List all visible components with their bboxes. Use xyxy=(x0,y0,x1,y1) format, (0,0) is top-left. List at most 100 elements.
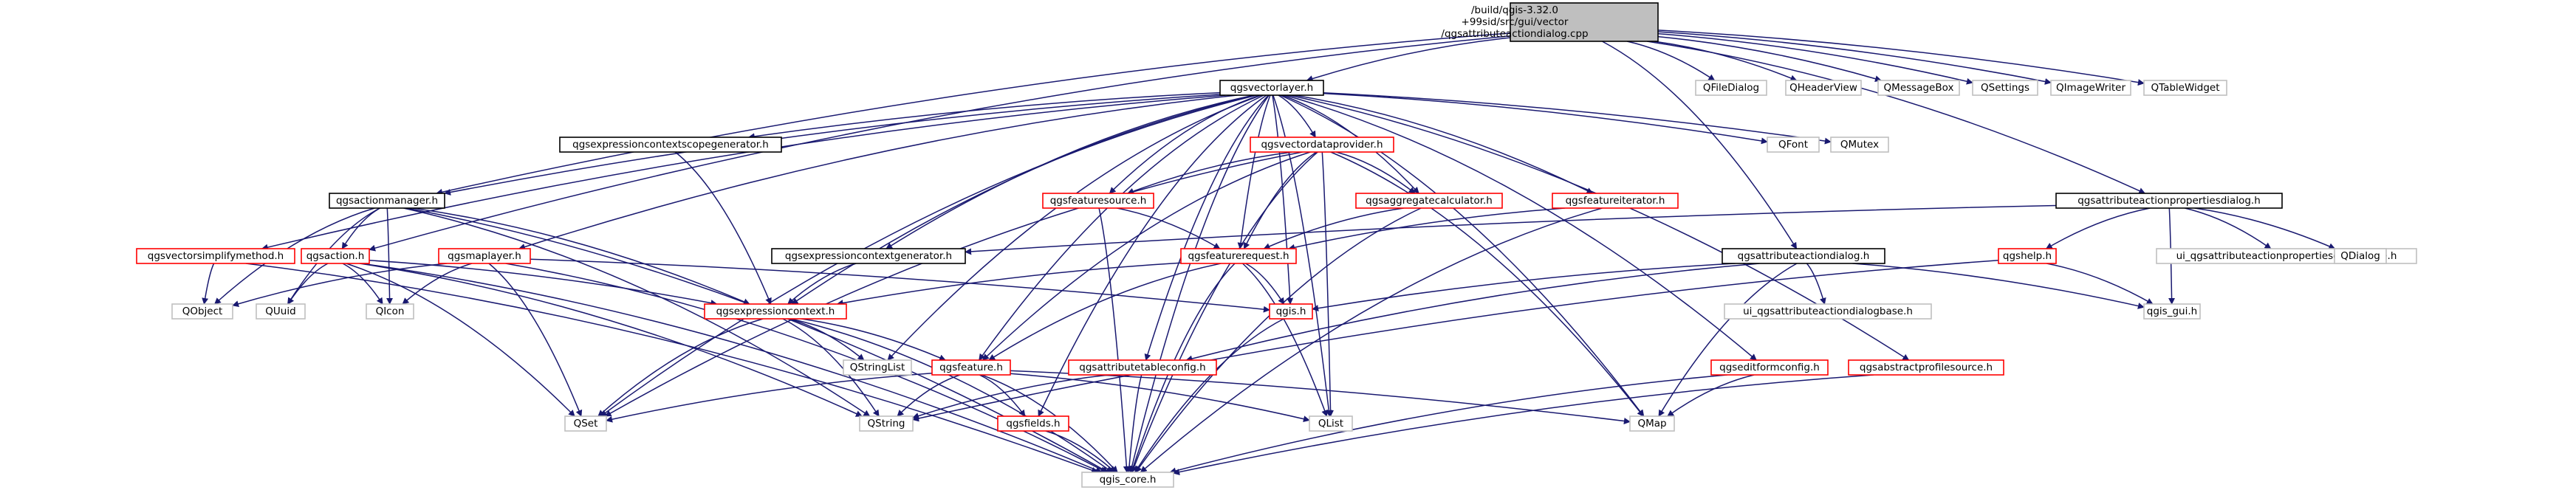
node-box-featureiterator xyxy=(1552,193,1679,209)
node-box-contextgen xyxy=(771,248,966,264)
node-box-ui_actiondialog xyxy=(1724,303,1932,320)
node-featurerequest[interactable]: qgsfeaturerequest.h xyxy=(1180,248,1297,264)
edge-vectorlayer-to-scopegen xyxy=(747,92,1221,140)
node-qgsfields[interactable]: qgsfields.h xyxy=(997,415,1069,432)
node-label-editformconfig: qgseditformconfig.h xyxy=(1719,362,1820,373)
node-label-filedialog: QFileDialog xyxy=(1703,82,1759,94)
edge-actionmanager-to-exprcontext xyxy=(412,207,750,305)
node-editformconfig[interactable]: qgseditformconfig.h xyxy=(1710,359,1829,376)
node-qgshelp[interactable]: qgshelp.h xyxy=(1998,248,2057,264)
node-qgis_core: qgis_core.h xyxy=(1081,472,1174,488)
node-qgsfeature[interactable]: qgsfeature.h xyxy=(931,359,1011,376)
edge-vectorlayer-to-actionmanager xyxy=(444,94,1221,196)
edge-vectorlayer-to-contextgen xyxy=(886,94,1255,249)
edge-editformconfig-to-qgis_core xyxy=(1169,374,1727,475)
node-label-qset: QSet xyxy=(574,418,598,429)
edge-featureiterator-to-qgis_core xyxy=(1140,207,1603,473)
node-headerview: QHeaderView xyxy=(1785,80,1862,96)
edge-vectorlayer-to-qfont xyxy=(1323,92,1768,145)
node-actionpropdialog[interactable]: qgsattributeactionpropertiesdialog.h xyxy=(2055,193,2283,209)
node-box-qobject xyxy=(171,303,233,320)
edge-actiondialog-to-qgis_gui xyxy=(1852,263,2145,309)
edge-mapplayer-to-qgis xyxy=(530,258,1270,313)
edge-actiondialog-to-attrtableconfig xyxy=(1185,263,1760,362)
node-qgsaction[interactable]: qgsaction.h xyxy=(301,248,370,264)
node-quuid: QUuid xyxy=(256,303,306,320)
node-label-qgis_core: qgis_core.h xyxy=(1100,474,1157,486)
node-label-qfont: QFont xyxy=(1778,139,1808,151)
edge-attrtableconfig-to-qstring xyxy=(912,374,1109,419)
node-box-quuid xyxy=(256,303,306,320)
node-box-qstringlist xyxy=(843,359,912,376)
node-label-root: +99sid/src/gui/vector xyxy=(1462,16,1569,28)
edge-vectorlayer-to-simplifymethod xyxy=(261,94,1226,251)
edge-vectorlayer-to-qmap xyxy=(1279,94,1645,417)
node-box-root xyxy=(1510,2,1659,42)
node-abstractprofile[interactable]: qgsabstractprofilesource.h xyxy=(1848,359,2004,376)
edge-vectorlayer-to-editformconfig xyxy=(1284,94,1757,361)
node-qicon: QIcon xyxy=(366,303,414,320)
header-nodes: /build/qgis-3.32.0+99sid/src/gui/vector/… xyxy=(136,2,2417,488)
node-box-qstring xyxy=(859,415,914,432)
node-filedialog: QFileDialog xyxy=(1695,80,1767,96)
node-vectorlayer[interactable]: qgsvectorlayer.h xyxy=(1219,80,1324,96)
node-box-abstractprofile xyxy=(1848,359,2004,376)
node-label-root: /qgsattributeactiondialog.cpp xyxy=(1441,28,1588,40)
node-mapplayer[interactable]: qgsmaplayer.h xyxy=(438,248,531,264)
node-label-imagewriter: QImageWriter xyxy=(2056,82,2126,94)
node-box-tablewidget xyxy=(2143,80,2227,96)
node-featureiterator[interactable]: qgsfeatureiterator.h xyxy=(1552,193,1679,209)
edge-qgsaction-to-qstring xyxy=(359,263,863,417)
node-dataprovider[interactable]: qgsvectordataprovider.h xyxy=(1250,137,1394,153)
edge-qgis-to-qgis_core xyxy=(1134,318,1284,473)
node-scopegen[interactable]: qgsexpressioncontextscopegenerator.h xyxy=(559,137,782,153)
node-box-qicon xyxy=(366,303,414,320)
node-exprcontext[interactable]: qgsexpressioncontext.h xyxy=(704,303,847,320)
edge-featurerequest-to-qgis xyxy=(1245,263,1285,305)
edge-actionpropdialog-to-qgshelp xyxy=(2045,207,2151,249)
node-box-scopegen xyxy=(559,137,782,153)
edge-root-to-imagewriter xyxy=(1657,31,2052,85)
node-box-qfont xyxy=(1767,137,1820,153)
node-box-featuresource xyxy=(1042,193,1154,209)
node-label-qmap: QMap xyxy=(1637,418,1666,429)
edge-aggcalc-to-featurerequest xyxy=(1263,207,1404,249)
node-featuresource[interactable]: qgsfeaturesource.h xyxy=(1042,193,1154,209)
node-label-root: /build/qgis-3.32.0 xyxy=(1471,4,1558,16)
edge-qgsfeature-to-qstring xyxy=(897,374,961,417)
node-label-qdialog: QDialog xyxy=(2340,250,2380,262)
node-qstring: QString xyxy=(859,415,914,432)
edge-vectorlayer-to-featuresource xyxy=(1109,94,1261,194)
node-attrtableconfig[interactable]: qgsattributetableconfig.h xyxy=(1068,359,1217,376)
edge-simplifymethod-to-qobject xyxy=(202,263,215,305)
node-label-ui_actiondialog: ui_qgsattributeactiondialogbase.h xyxy=(1743,306,1913,317)
node-label-quuid: QUuid xyxy=(265,306,295,317)
node-contextgen[interactable]: qgsexpressioncontextgenerator.h xyxy=(771,248,966,264)
node-simplifymethod[interactable]: qgsvectorsimplifymethod.h xyxy=(136,248,295,264)
node-qgis[interactable]: qgis.h xyxy=(1269,303,1313,320)
edge-qgsfeature-to-qmap xyxy=(1010,370,1631,424)
edge-simplifymethod-to-qgis_core xyxy=(245,263,1099,474)
node-box-mapplayer xyxy=(438,248,531,264)
node-box-simplifymethod xyxy=(136,248,295,264)
node-label-qgsfields: qgsfields.h xyxy=(1006,418,1060,429)
node-label-settings: QSettings xyxy=(1981,82,2029,94)
edge-actionmanager-to-qobject xyxy=(214,207,375,305)
edge-root-to-settings xyxy=(1657,32,1973,85)
edge-dataprovider-to-featuresource xyxy=(1127,151,1293,195)
edge-abstractprofile-to-qgis_core xyxy=(1173,374,1874,476)
node-box-aggcalc xyxy=(1355,193,1503,209)
edge-vectorlayer-to-featurerequest xyxy=(1237,94,1271,249)
node-root[interactable]: /build/qgis-3.32.0+99sid/src/gui/vector/… xyxy=(1441,2,1659,42)
node-actionmanager[interactable]: qgsactionmanager.h xyxy=(329,193,445,209)
edge-vectorlayer-to-abstractprofile xyxy=(1289,94,1910,361)
edge-qgshelp-to-qgis_gui xyxy=(2046,263,2154,305)
node-actiondialog[interactable]: qgsattributeactiondialog.h xyxy=(1722,248,1885,264)
node-aggcalc[interactable]: qgsaggregatecalculator.h xyxy=(1355,193,1503,209)
edge-root-to-vectorlayer xyxy=(1306,37,1511,82)
node-imagewriter: QImageWriter xyxy=(2050,80,2131,96)
node-messagebox: QMessageBox xyxy=(1877,80,1960,96)
node-qmap: QMap xyxy=(1629,415,1675,432)
node-box-actiondialog xyxy=(1722,248,1885,264)
node-label-actionmanager: qgsactionmanager.h xyxy=(336,195,438,207)
